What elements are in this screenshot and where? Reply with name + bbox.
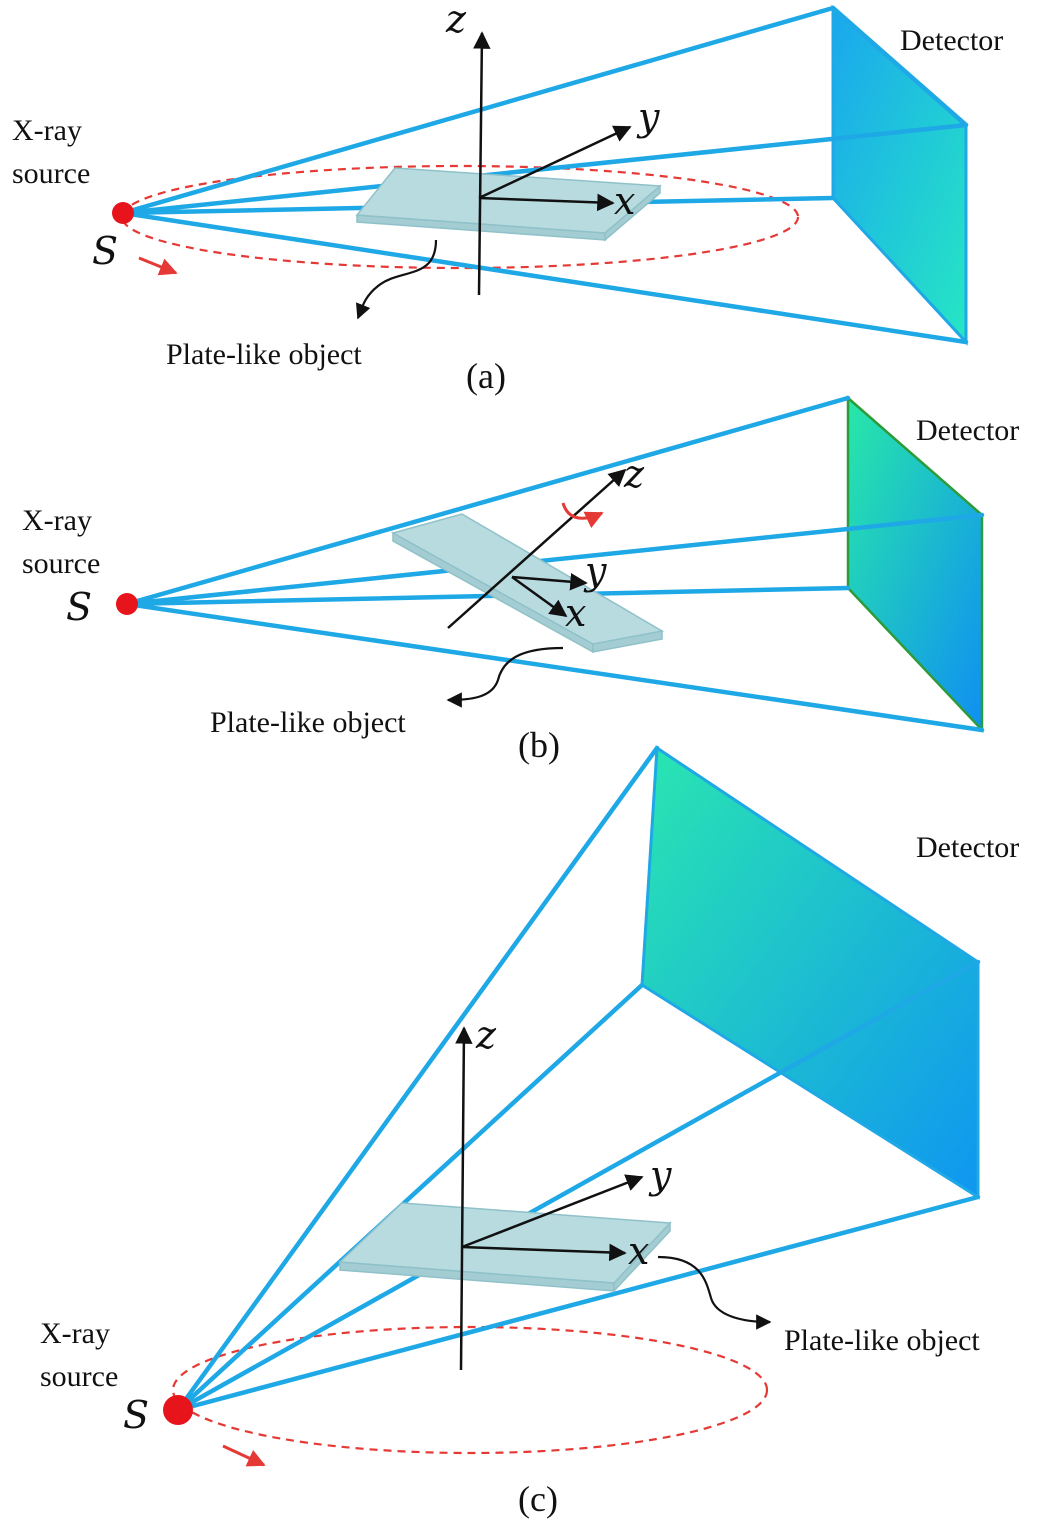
xray-beam-lines bbox=[120, 5, 969, 345]
panel-a: z x y S X-ray source Detector Plate-like… bbox=[12, 0, 1003, 396]
source-label-line2: source bbox=[12, 157, 90, 190]
xray-beam-lines bbox=[124, 395, 985, 733]
panel-caption: (b) bbox=[518, 725, 560, 765]
x-axis-label: x bbox=[614, 179, 635, 223]
panel-c: z x y S X-ray source Detector Plate-like… bbox=[40, 745, 1019, 1519]
z-axis bbox=[473, 31, 491, 296]
source-orbit bbox=[171, 1325, 769, 1455]
x-axis-label: x bbox=[565, 591, 586, 635]
x-axis bbox=[478, 193, 615, 212]
object-pointer-curve bbox=[446, 646, 564, 708]
y-axis bbox=[478, 125, 632, 200]
y-axis-label: y bbox=[636, 95, 660, 139]
y-axis bbox=[461, 1174, 644, 1249]
object-pointer-curve bbox=[657, 1255, 772, 1330]
object-pointer-curve bbox=[355, 239, 438, 320]
z-axis-label: z bbox=[623, 452, 645, 496]
y-axis bbox=[511, 573, 588, 591]
detector-panel bbox=[831, 4, 968, 346]
detector-label: Detector bbox=[900, 24, 1003, 57]
z-axis-label: z bbox=[475, 1013, 497, 1057]
xray-source-dot bbox=[163, 1395, 193, 1425]
z-axis bbox=[447, 468, 627, 629]
x-axis-label: x bbox=[628, 1229, 649, 1273]
source-orbit bbox=[120, 164, 800, 270]
xray-source-dot bbox=[116, 593, 138, 615]
source-symbol: S bbox=[123, 1393, 149, 1437]
z-axis-label: z bbox=[445, 0, 467, 41]
source-label-line1: X-ray bbox=[40, 1317, 110, 1350]
source-label-line1: X-ray bbox=[22, 504, 92, 537]
plate-like-object bbox=[338, 1202, 672, 1293]
y-axis-label: y bbox=[583, 549, 607, 593]
panel-b: z y x S X-ray source Detector Plate-like… bbox=[22, 395, 1019, 765]
source-label-line1: X-ray bbox=[12, 114, 82, 147]
detector-panel bbox=[640, 745, 980, 1200]
rotation-direction-arrow bbox=[222, 1444, 266, 1467]
xray-source-dot bbox=[112, 202, 134, 224]
rotation-direction-arrow bbox=[561, 502, 604, 529]
detector-label: Detector bbox=[916, 414, 1019, 447]
object-label: Plate-like object bbox=[166, 338, 362, 371]
detector-label: Detector bbox=[916, 831, 1019, 864]
object-label: Plate-like object bbox=[210, 706, 406, 739]
source-symbol: S bbox=[66, 585, 92, 629]
panel-caption: (a) bbox=[466, 356, 506, 396]
source-label-line2: source bbox=[40, 1360, 118, 1393]
source-symbol: S bbox=[92, 229, 118, 273]
y-axis-label: y bbox=[648, 1153, 672, 1197]
detector-panel bbox=[846, 395, 984, 734]
panel-caption: (c) bbox=[518, 1479, 558, 1519]
plate-like-object bbox=[391, 513, 665, 654]
x-axis bbox=[461, 1243, 627, 1262]
xray-beam-lines bbox=[175, 745, 981, 1413]
rotation-direction-arrow bbox=[138, 256, 178, 276]
source-label-line2: source bbox=[22, 547, 100, 580]
object-label: Plate-like object bbox=[784, 1324, 980, 1357]
x-axis bbox=[511, 575, 568, 618]
z-axis bbox=[455, 1026, 473, 1371]
